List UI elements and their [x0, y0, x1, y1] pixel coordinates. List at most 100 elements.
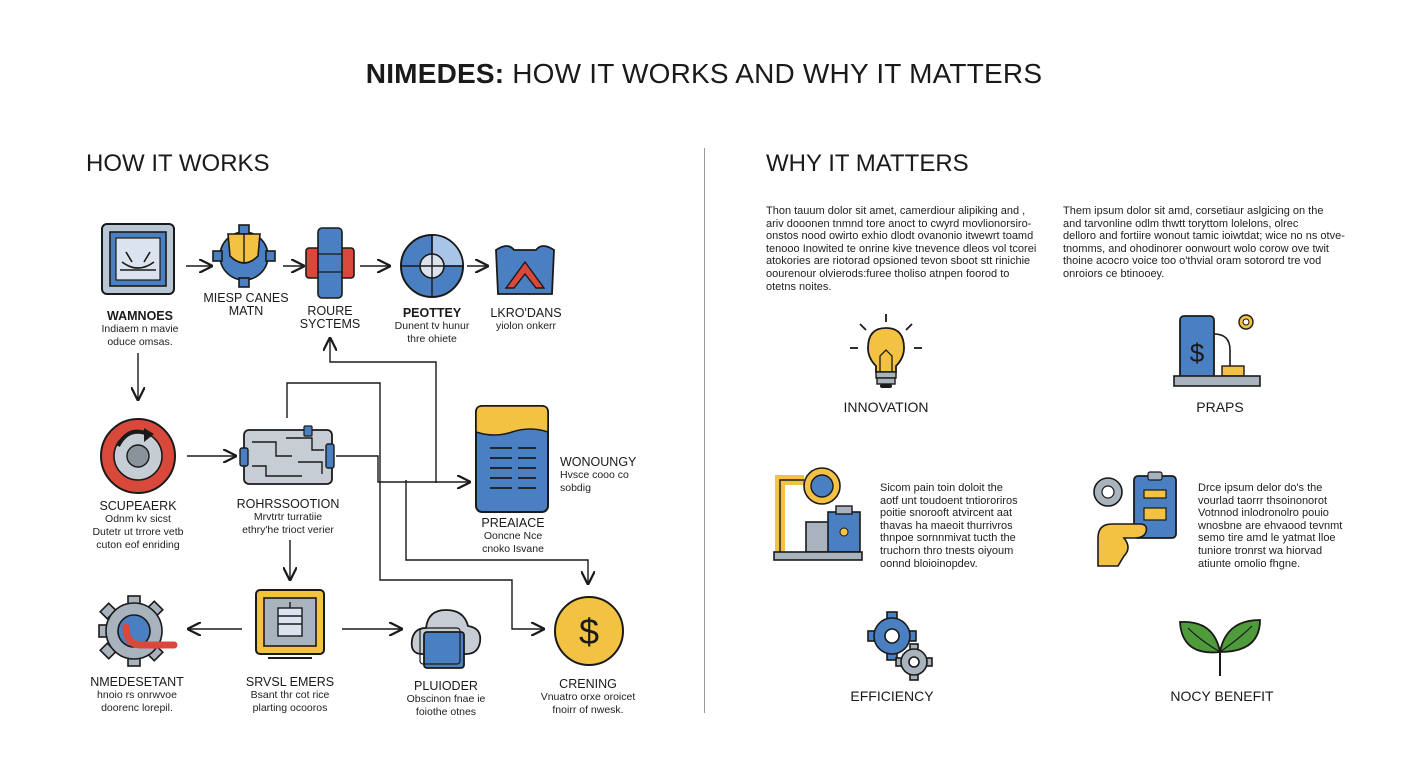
para-line: otetns noites.	[766, 280, 832, 293]
node-label: WAMNOES	[107, 309, 173, 323]
node-label: PLUIODER	[414, 679, 478, 693]
monitor-icon	[101, 223, 175, 295]
title-bold: NIMEDES:	[365, 58, 505, 89]
plug-icon	[305, 227, 355, 299]
para-line: thoine acocro voice too o'thvial oram so…	[1063, 255, 1322, 268]
para-line: Thon tauum dolor sit amet, camerdiour al…	[766, 205, 1026, 217]
page-title: NIMEDES: HOW IT WORKS AND WHY IT MATTERS	[0, 58, 1408, 90]
benefit-nocy: NOCY BENEFIT	[1170, 688, 1274, 704]
node-label: ROHRSSOOTION	[236, 497, 340, 511]
para-line: and tarvonline odlm thwtt toryttom lolel…	[1063, 217, 1299, 230]
node-lkrodans: LKRO'DANS yiolon onkerr	[476, 307, 576, 333]
paragraph-left: Thon tauum dolor sit amet, camerdiour al…	[766, 205, 1046, 293]
node-crening: CRENING Vnuatro orxe oroicet fnoirr of n…	[526, 678, 650, 717]
node-rohrssootion: ROHRSSOOTION Mrvtrtr turratiie ethry'he …	[224, 498, 352, 537]
svg-text:$: $	[1190, 338, 1205, 368]
node-sub: Dunent tv hunur thre ohiete	[394, 320, 470, 345]
leaves-icon	[1179, 619, 1261, 676]
node-peotey: PEOTTEY Dunent tv hunur thre ohiete	[380, 307, 484, 346]
para-line: atiunte omolio fhgne.	[1198, 557, 1301, 570]
node-roure: ROURE SYCTEMS	[290, 305, 370, 331]
framed-building-icon	[255, 589, 325, 659]
node-label: SRVSL EMERS	[245, 675, 335, 689]
para-line: onroiors ce btinooey.	[1063, 267, 1165, 280]
para-line: tnomms, and ohodinorer oonwourt wolo cor…	[1063, 242, 1329, 255]
para-line: aotf unt toudoent tntiororiros	[880, 494, 1018, 507]
node-nmedesetant: NMEDESETANT hnoio rs onrwvoe doorenc lor…	[72, 676, 202, 715]
para-line: vourlad taorrr thsoinonorot	[1198, 494, 1328, 507]
para-line: Sicom pain toin doloit the	[880, 482, 1003, 494]
hand-clipboard-icon	[1093, 471, 1177, 567]
para-line: tuniore tronrst wa hiorvad	[1198, 544, 1323, 557]
node-scupeaerek: SCUPEAERK Odnm kv sicst Dutetr ut trrore…	[76, 500, 200, 552]
node-sub: Vnuatro orxe oroicet fnoirr of nwesk.	[540, 691, 636, 716]
para-line: onstos nood owirto exhio dlodt ovanonio …	[766, 230, 1034, 243]
para-line: atokories are riotorad opsioned tevon sb…	[766, 255, 1031, 268]
para-line: thavas ha maeoit thurrivros	[880, 519, 1013, 532]
why-it-matters-heading: WHY IT MATTERS	[766, 150, 969, 177]
node-wonoungy: WONOUNGY Hvsce cooo co sobdig	[560, 456, 656, 495]
para-line: Them ipsum dolor sit amd, corsetiaur asl…	[1063, 205, 1324, 217]
lightbulb-icon	[850, 314, 922, 388]
node-sub: yiolon onkerr	[495, 320, 557, 332]
para-line: Votnnod inlodronolro pouio	[1198, 507, 1329, 520]
gear-shield-icon	[212, 224, 276, 288]
gear-hook-icon	[98, 595, 178, 667]
benefit-innovation: INNOVATION	[843, 399, 929, 415]
para-line: semo tire amd le yatmat lloe	[1198, 532, 1336, 545]
node-warnoes: WAMNOES Indiaem n mavie oduce omsas.	[80, 310, 200, 349]
money-battery-icon: $	[1173, 314, 1261, 387]
node-label: SCUPEAERK	[99, 499, 177, 513]
node-sub: Mrvtrtr turratiie ethry'he trioct verier	[242, 511, 334, 536]
quadrant-circle-icon	[400, 234, 464, 298]
para-line: oourenour olvierods:furee tholiso atnpen…	[766, 267, 1010, 280]
node-miespcanes: MIESP CANES MATN	[196, 292, 296, 318]
para-line: truchorn thro tnests oiyoum	[880, 544, 1014, 557]
node-sub: Indiaem n mavie oduce omsas.	[101, 323, 179, 348]
target-refresh-icon	[100, 418, 176, 494]
node-pluioder: PLUIODER Obscinon fnae ie foiothe otnes	[390, 680, 502, 719]
node-preaiace: PREAIACE Ooncne Nce cnoko Isvane	[458, 517, 568, 556]
node-label: MIESP CANES MATN	[203, 291, 289, 318]
section-divider	[704, 148, 705, 713]
arrow-up-icon	[495, 245, 555, 295]
para-line: wnosbne are ehvaood tevnmt	[1198, 519, 1343, 532]
node-label: CRENING	[559, 677, 617, 691]
node-sub: Hvsce cooo co sobdig	[560, 469, 629, 494]
paragraph-right: Them ipsum dolor sit amd, corsetiaur asl…	[1063, 205, 1353, 281]
node-sub: Ooncne Nce cnoko Isvane	[482, 530, 544, 555]
node-label: PREAIACE	[481, 516, 545, 530]
para-line: tenooo Inowited te onrine kive tnevence …	[766, 242, 1037, 255]
node-label: NMEDESETANT	[90, 675, 184, 689]
para-line: thnpoe sornnmivat tucth the	[880, 532, 1016, 545]
node-sub: hnoio rs onrwvoe doorenc lorepil.	[97, 689, 177, 714]
node-label: LKRO'DANS	[490, 306, 562, 320]
para-line: delloro and fortiire wonout tamic ioiwtd…	[1063, 230, 1345, 243]
svg-text:$: $	[579, 611, 599, 652]
node-sub: Odnm kv sicst Dutetr ut trrore vetb cuto…	[92, 513, 184, 551]
benefit-efficiency: EFFICIENCY	[850, 688, 934, 704]
para-line: Drce ipsum delor do's the	[1198, 482, 1323, 494]
arrow-to-crening	[286, 382, 542, 629]
node-sub: Bsant thr cot rice plarting ocooros	[250, 689, 330, 714]
cloud-card-icon	[410, 609, 482, 669]
text-block-mid-left: Sicom pain toin doloit the aotf unt toud…	[880, 482, 1060, 570]
arrow-up-roure	[330, 340, 437, 483]
para-line: oonnd bloioinopdev.	[880, 557, 978, 570]
para-line: poitie snorooft atvircent aat	[880, 507, 1013, 520]
benefit-praps: PRAPS	[1196, 399, 1244, 415]
document-list-icon	[475, 405, 549, 513]
machine-gear-icon	[773, 467, 863, 561]
circuit-board-icon	[239, 425, 335, 485]
arrow-down-crening	[405, 480, 588, 582]
node-label: ROURE SYCTEMS	[299, 304, 361, 331]
node-label: PEOTTEY	[402, 306, 462, 320]
node-sub: Obscinon fnae ie foiothe otnes	[406, 693, 486, 718]
dollar-coin-icon: $	[554, 596, 624, 666]
arrow-to-wonoungy	[336, 455, 468, 482]
para-line: ariv dooonen tnmnd tore anoct to cwyrd m…	[766, 217, 1032, 230]
gears-icon	[867, 611, 933, 681]
node-srvslemers: SRVSL EMERS Bsant thr cot rice plarting …	[232, 676, 348, 715]
node-label: WONOUNGY	[560, 455, 637, 469]
flow-connectors	[0, 0, 704, 768]
